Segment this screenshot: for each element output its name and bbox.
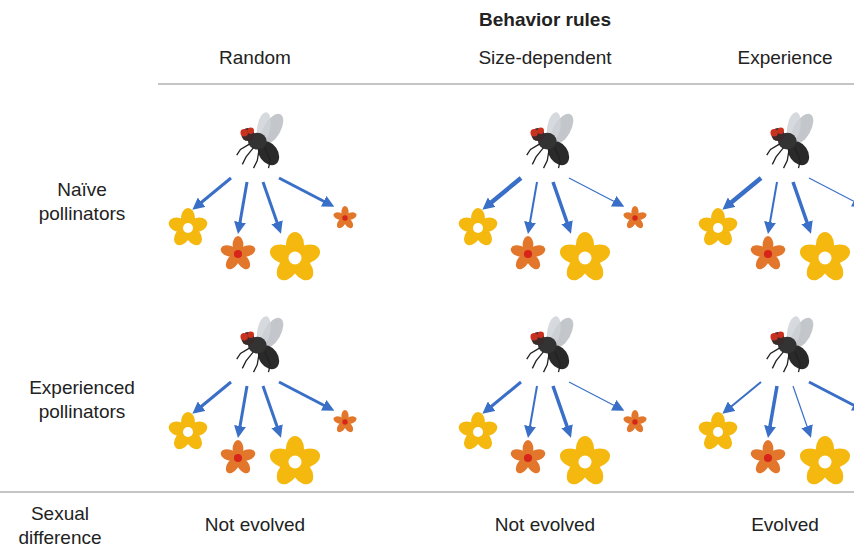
row-label: Sexual difference	[5, 502, 115, 550]
fly-icon	[767, 314, 818, 373]
fly-icon	[527, 314, 578, 373]
visit-arrow	[553, 182, 569, 228]
flower-icon	[797, 232, 852, 284]
flower-icon	[167, 208, 209, 248]
flower-icon	[509, 236, 547, 272]
visit-arrow	[769, 386, 777, 432]
visit-arrow	[569, 382, 619, 408]
visit-arrow	[529, 182, 537, 228]
result-text: Not evolved	[495, 513, 595, 537]
result-text: Not evolved	[205, 513, 305, 537]
flower-icon	[509, 440, 547, 476]
visit-arrow	[727, 382, 761, 410]
flower-icon	[457, 412, 499, 452]
flower-icon	[219, 236, 257, 272]
visit-arrow	[239, 182, 247, 228]
flower-icon	[557, 436, 612, 488]
visit-arrow	[263, 386, 279, 432]
visit-arrow	[279, 382, 329, 408]
column-header: Size-dependent	[478, 46, 611, 70]
flower-icon	[267, 232, 322, 284]
flower-icon	[749, 440, 787, 476]
flower-icon	[697, 412, 739, 452]
row-label: Naïve pollinators	[22, 178, 142, 226]
visit-arrow	[263, 182, 279, 228]
visit-arrow	[727, 178, 761, 206]
visit-arrow	[239, 386, 247, 432]
visit-arrow	[809, 178, 854, 204]
title: Behavior rules	[479, 8, 611, 32]
flower-icon	[622, 206, 647, 230]
fly-icon	[767, 110, 818, 169]
visit-arrow	[487, 382, 521, 410]
header-rule	[158, 84, 854, 85]
visit-arrow	[197, 178, 231, 206]
flower-icon	[457, 208, 499, 248]
flower-icon	[797, 436, 852, 488]
visit-arrow	[529, 386, 537, 432]
visit-arrow	[793, 386, 809, 432]
flower-icon	[332, 206, 357, 230]
flower-icon	[267, 436, 322, 488]
footer-rule	[0, 492, 854, 493]
flower-icon	[219, 440, 257, 476]
flower-icon	[697, 208, 739, 248]
row-label: Experienced pollinators	[7, 376, 157, 424]
column-header: Random	[219, 46, 291, 70]
visit-arrow	[793, 182, 809, 228]
result-text: Evolved	[751, 513, 819, 537]
flower-icon	[167, 412, 209, 452]
visit-arrow	[279, 178, 329, 204]
flower-icon	[557, 232, 612, 284]
visit-arrow	[553, 386, 569, 432]
flower-icon	[622, 410, 647, 434]
fly-icon	[527, 110, 578, 169]
fly-icon	[237, 314, 288, 373]
flower-icon	[332, 410, 357, 434]
fly-icon	[237, 110, 288, 169]
visit-arrow	[197, 382, 231, 410]
visit-arrow	[769, 182, 777, 228]
visit-arrow	[487, 178, 521, 206]
visit-arrow	[569, 178, 619, 204]
flower-icon	[749, 236, 787, 272]
visit-arrow	[809, 382, 854, 408]
column-header: Experience	[737, 46, 832, 70]
